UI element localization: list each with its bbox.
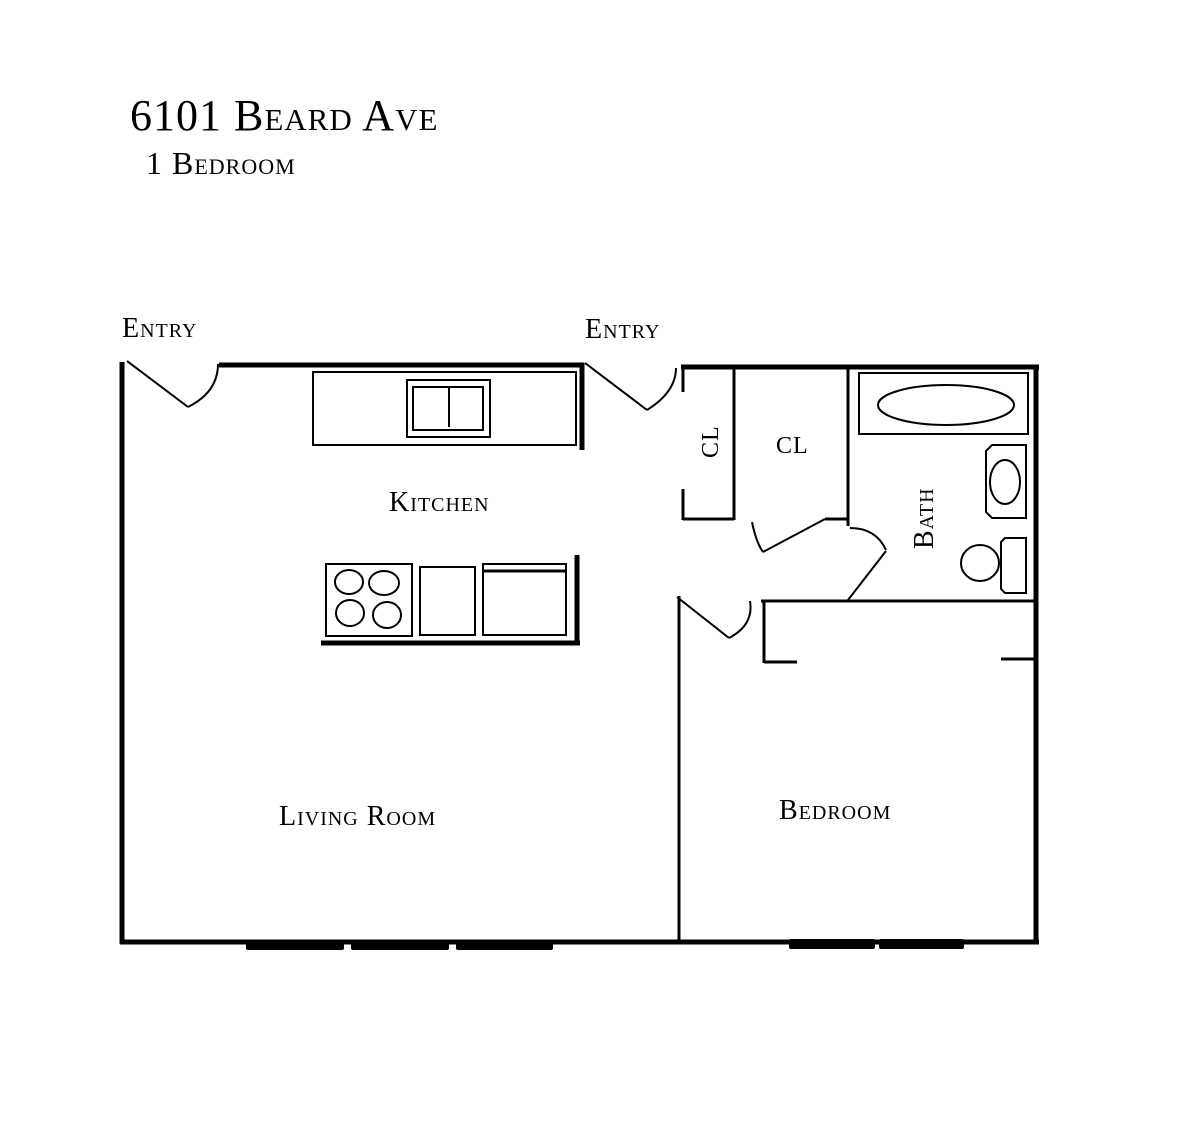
entry-door-right	[584, 362, 677, 411]
entry-door-left	[126, 360, 219, 408]
bath-label: Bath	[909, 487, 940, 549]
bedroom-window-1	[789, 939, 875, 949]
bathtub	[858, 372, 1029, 435]
bath-door	[847, 527, 887, 601]
living-window-1	[246, 940, 344, 950]
closet-door	[751, 518, 826, 553]
living-window-3	[456, 940, 553, 950]
closet-small-label: CL	[698, 425, 724, 458]
living-window-2	[351, 940, 449, 950]
unit-type-subtitle: 1 Bedroom	[146, 145, 296, 181]
closet-large-label: CL	[776, 433, 809, 459]
kitchen-label: Kitchen	[389, 487, 490, 518]
entry-left-label: Entry	[122, 313, 197, 344]
toilet	[960, 537, 1027, 594]
bedroom-label: Bedroom	[779, 795, 891, 826]
entry-right-label: Entry	[585, 314, 660, 345]
windows	[246, 939, 964, 950]
closet-small-walls	[681, 368, 736, 521]
bedroom-walls	[677, 596, 1036, 942]
kitchen-counter-lower	[325, 563, 567, 637]
bedroom-door	[676, 596, 752, 639]
exterior-walls	[119, 362, 1039, 945]
kitchen-lower-wall	[321, 555, 580, 646]
bath-sink	[985, 444, 1027, 519]
living-room-label: Living Room	[279, 801, 436, 832]
property-title: 6101 Beard Ave	[130, 91, 439, 140]
closet-large-walls	[825, 368, 850, 526]
bedroom-window-2	[879, 939, 964, 949]
kitchen-counter-upper	[312, 371, 577, 446]
